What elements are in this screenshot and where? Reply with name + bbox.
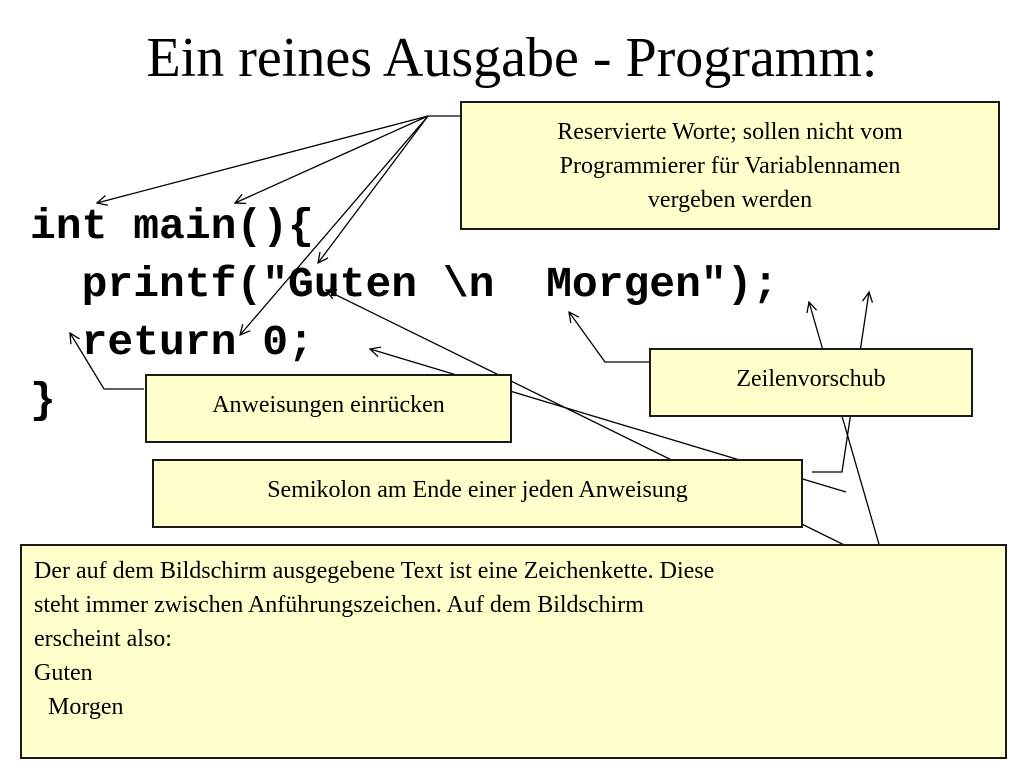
output-line-guten: Guten	[34, 660, 93, 686]
callout-string-line-1: Der auf dem Bildschirm ausgegebene Text …	[34, 558, 715, 584]
callout-reserved-line-1: Reservierte Worte; sollen nicht vom	[557, 119, 903, 145]
callout-string-line-2: steht immer zwischen Anführungszeichen. …	[34, 592, 644, 618]
arrow-reserved-to-int	[97, 115, 460, 203]
code-line-printf: printf("Guten \n Morgen");	[30, 260, 779, 309]
callout-reserved-line-2: Programmierer für Variablennamen	[559, 153, 901, 179]
callout-string-output: Der auf dem Bildschirm ausgegebene Text …	[20, 544, 1007, 759]
arrow-string-close-quote	[809, 302, 886, 566]
output-line-morgen: Morgen	[48, 694, 124, 720]
arrow-indent	[70, 333, 144, 390]
arrow-reserved-to-main	[235, 115, 429, 203]
callout-semicolon: Semikolon am Ende einer jeden Anweisung	[152, 459, 803, 528]
callout-reserved-words: Reservierte Worte; sollen nicht vom Prog…	[460, 101, 1000, 230]
arrow-reserved-to-return	[240, 115, 429, 335]
code-line-return: return 0;	[30, 318, 314, 367]
slide-title: Ein reines Ausgabe - Programm:	[146, 27, 878, 89]
callout-newline: Zeilenvorschub	[649, 348, 973, 417]
callout-reserved-line-3: vergeben werden	[647, 187, 813, 213]
callout-string-line-3: erscheint also:	[34, 626, 172, 652]
code-line-close-brace: }	[30, 376, 56, 425]
callout-indent: Anweisungen einrücken	[145, 374, 512, 443]
code-line-main: int main(){	[30, 202, 314, 251]
arrow-newline	[569, 312, 649, 363]
arrow-reserved-to-printf	[318, 115, 429, 263]
